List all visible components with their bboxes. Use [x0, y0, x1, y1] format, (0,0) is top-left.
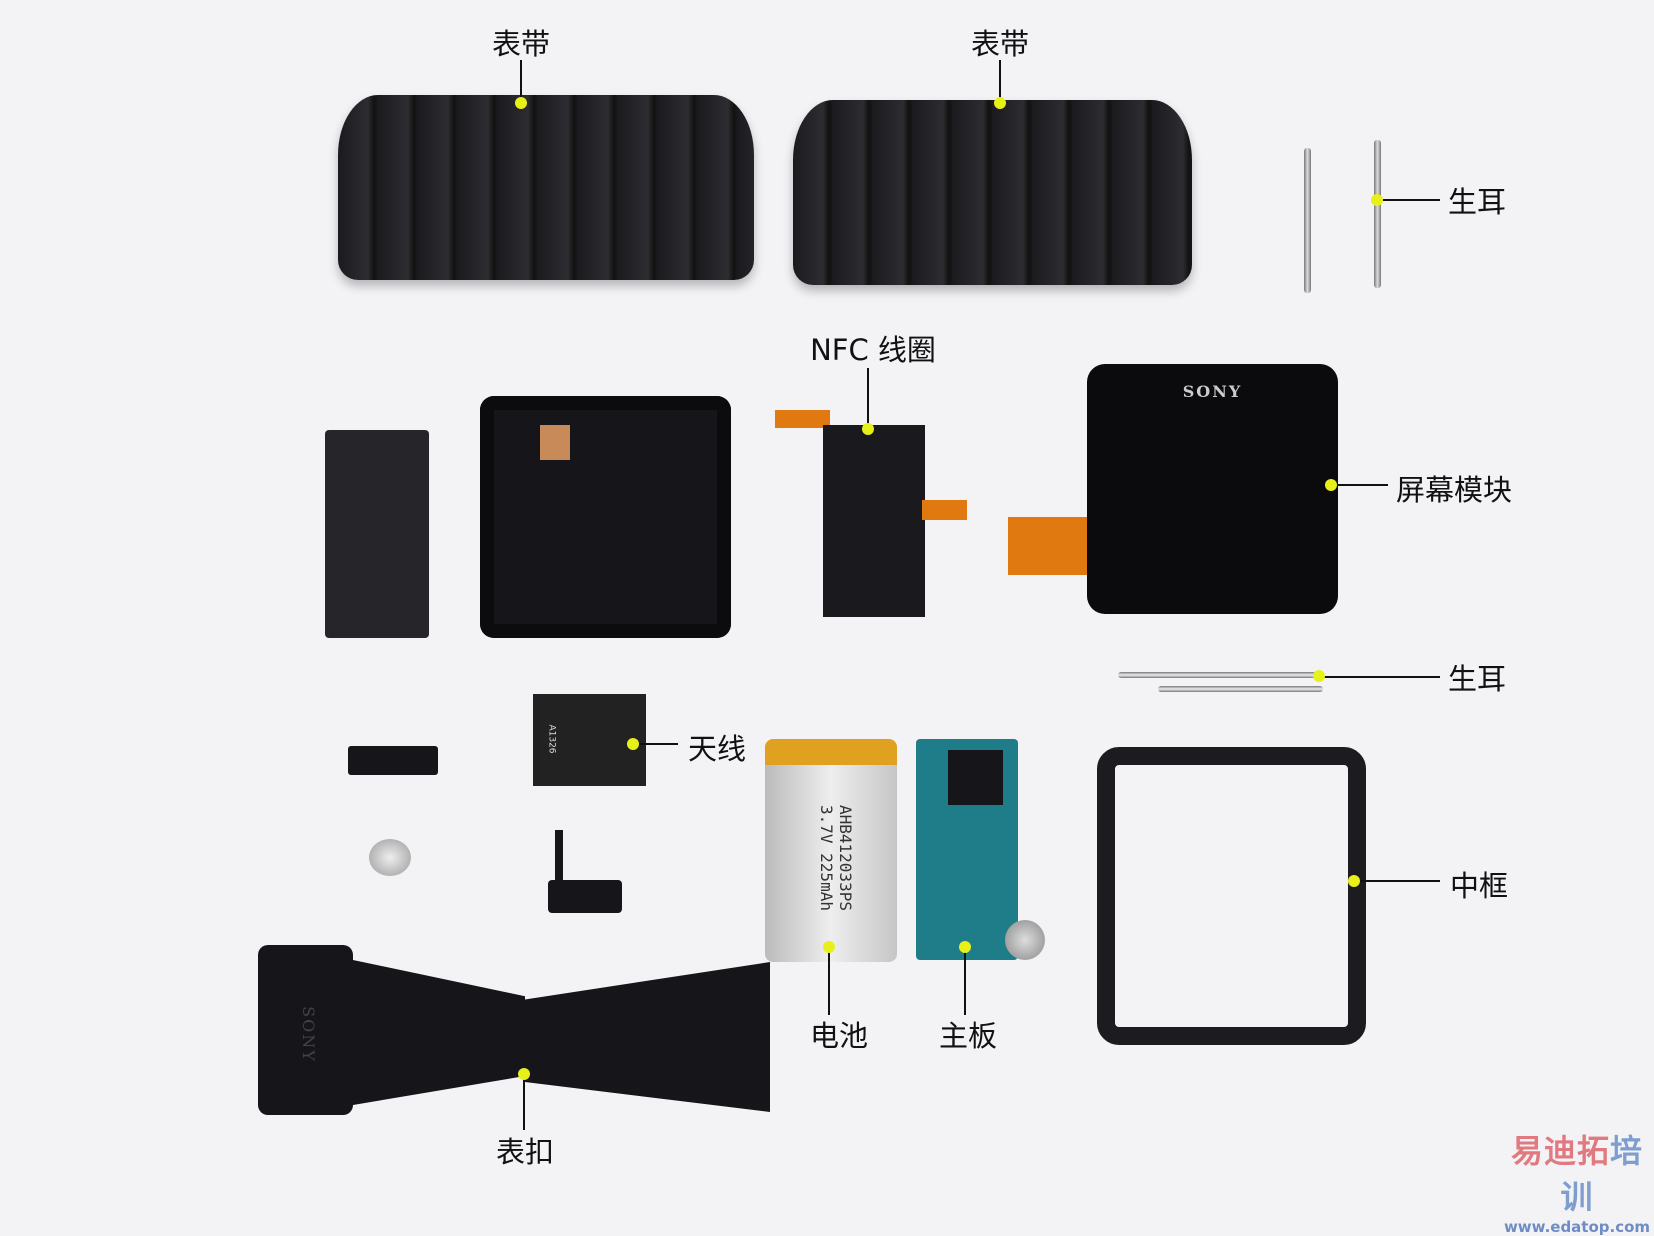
- label-clasp: 表扣: [495, 1135, 555, 1169]
- leader-spring-bar-middle: [1319, 676, 1440, 678]
- label-battery: 电池: [809, 1019, 869, 1053]
- watch-strap-right: [793, 100, 1192, 285]
- label-spring-bar-middle: 生耳: [1447, 662, 1507, 696]
- marker-strap-left: [515, 97, 527, 109]
- leader-screen-module: [1331, 484, 1388, 486]
- back-plate: [325, 430, 429, 638]
- small-bracket-arm: [555, 830, 563, 885]
- label-nfc-coil: NFC 线圈: [810, 333, 936, 367]
- watch-strap-left: [338, 95, 754, 280]
- nfc-coil: [823, 425, 925, 617]
- spring-bar-middle-2: [1158, 686, 1323, 692]
- marker-strap-right: [994, 97, 1006, 109]
- screen-module: SONY: [1087, 364, 1338, 614]
- leader-clasp: [523, 1074, 525, 1130]
- label-middle-frame: 中框: [1449, 869, 1509, 903]
- case-back: [480, 396, 731, 638]
- leader-battery: [828, 947, 830, 1015]
- marker-clasp: [518, 1068, 530, 1080]
- marker-antenna: [627, 738, 639, 750]
- spring-bar-middle-1: [1118, 672, 1318, 678]
- marker-screen-module: [1325, 479, 1337, 491]
- marker-battery: [823, 941, 835, 953]
- nfc-tab: [922, 500, 967, 520]
- marker-spring-bar-top: [1371, 194, 1383, 206]
- clasp-wing-right: [525, 962, 770, 1112]
- case-contact: [540, 425, 570, 460]
- spring-bar-top-2: [1374, 140, 1381, 288]
- antenna-code: A1326: [546, 724, 557, 754]
- label-strap-right: 表带: [970, 27, 1030, 61]
- leader-strap-right: [999, 60, 1001, 103]
- label-mainboard: 主板: [938, 1019, 998, 1053]
- nfc-flex: [775, 410, 830, 428]
- label-strap-left: 表带: [491, 27, 551, 61]
- screen-brand: SONY: [1182, 382, 1243, 401]
- leader-nfc-coil: [867, 368, 869, 429]
- battery-model: AHB412033PS: [836, 805, 855, 911]
- small-bracket: [548, 880, 622, 913]
- watermark-logo: 易迪拓培训: [1510, 1132, 1644, 1216]
- middle-frame: [1097, 747, 1366, 1045]
- leader-strap-left: [520, 60, 522, 103]
- spring-bar-top-1: [1304, 148, 1311, 293]
- marker-nfc-coil: [862, 423, 874, 435]
- marker-mainboard: [959, 941, 971, 953]
- label-spring-bar-top: 生耳: [1447, 185, 1507, 219]
- clasp-brand: SONY: [298, 1006, 318, 1063]
- marker-spring-bar-middle: [1313, 670, 1325, 682]
- leader-antenna: [633, 743, 678, 745]
- mainboard-chip: [948, 750, 1003, 805]
- leader-spring-bar-top: [1377, 199, 1440, 201]
- battery-text: AHB412033PS 3.7V 225mAh: [817, 805, 855, 911]
- leader-middle-frame: [1354, 880, 1440, 882]
- watermark-url: www.edatop.com: [1503, 1218, 1651, 1236]
- label-antenna: 天线: [687, 732, 747, 766]
- label-screen-module: 屏幕模块: [1395, 473, 1513, 507]
- small-cover: [348, 746, 438, 775]
- leader-mainboard: [964, 947, 966, 1015]
- battery-spec: 3.7V 225mAh: [817, 805, 836, 911]
- battery: AHB412033PS 3.7V 225mAh: [765, 739, 897, 962]
- vibration-motor: [1005, 920, 1045, 960]
- watermark: 易迪拓培训 www.edatop.com: [1500, 1126, 1654, 1236]
- clasp-left: SONY: [258, 945, 353, 1115]
- screen-flex-cable: [1008, 517, 1092, 575]
- marker-middle-frame: [1348, 875, 1360, 887]
- clasp-wing-left: [353, 960, 525, 1105]
- power-button: [369, 839, 411, 876]
